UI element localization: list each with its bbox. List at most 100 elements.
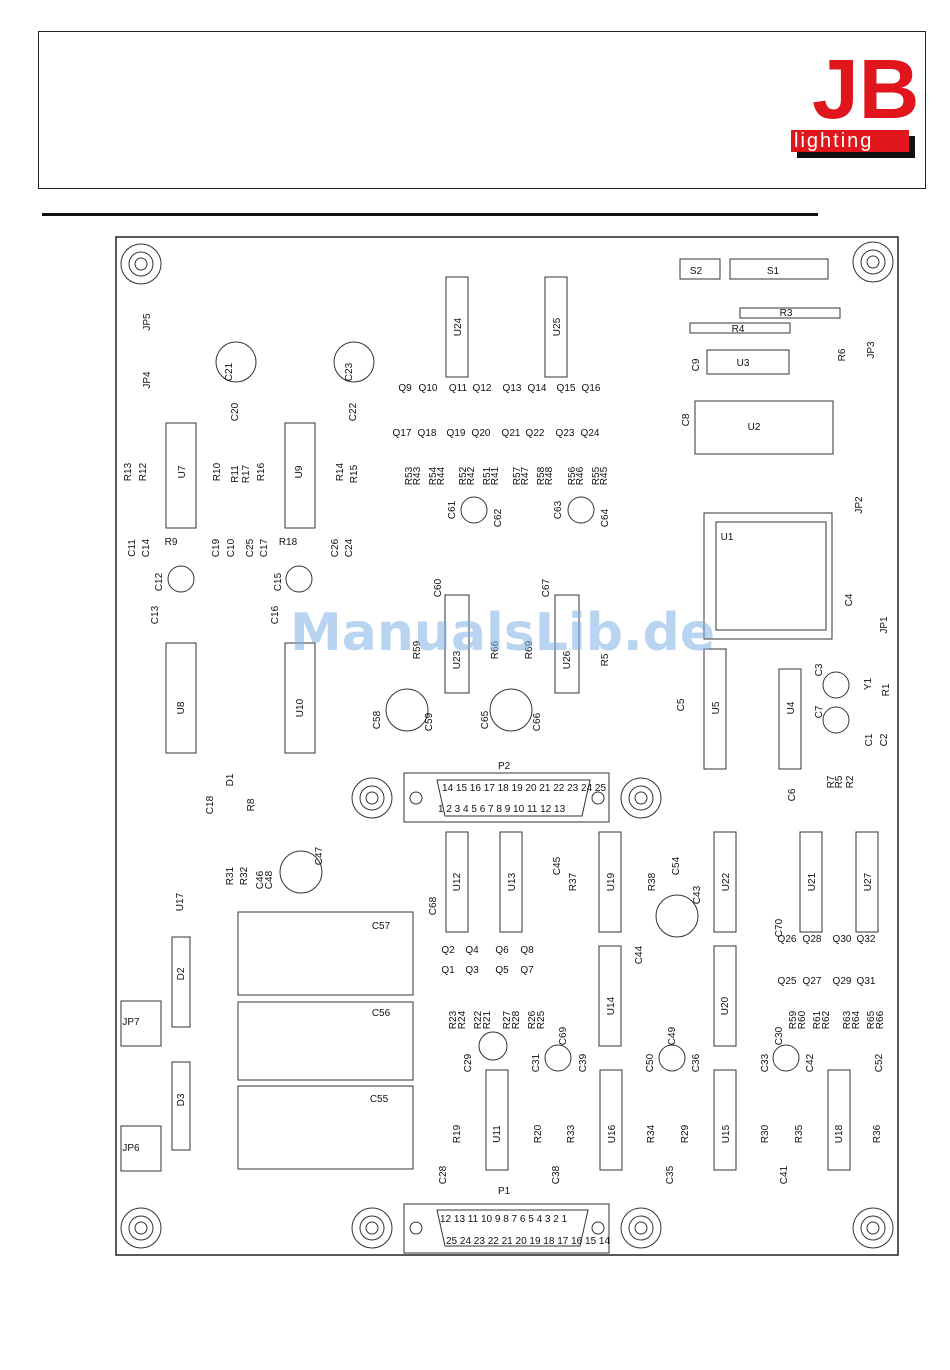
component-label-u10: U10 — [295, 698, 306, 717]
ic-u22-body — [713, 831, 737, 933]
component-label-r26: R26 — [527, 1010, 538, 1029]
component-label-c42: C42 — [805, 1053, 816, 1072]
component-label-jp2: JP2 — [854, 496, 865, 514]
cap-c29-body — [478, 1031, 508, 1061]
component-label-c46: C46 — [255, 870, 266, 889]
component-label-q11: Q11 — [449, 383, 468, 394]
component-label-r35: R35 — [794, 1124, 805, 1143]
component-label-r58: R58 — [536, 466, 547, 485]
component-label-u3: U3 — [737, 358, 750, 369]
component-label-r14: R14 — [335, 462, 346, 481]
resistor-r4-body — [689, 322, 791, 334]
component-label-r9: R9 — [165, 537, 178, 548]
cap-c65-body — [489, 688, 533, 732]
component-label-r4: R4 — [732, 324, 745, 335]
component-label-u13: U13 — [507, 872, 518, 891]
component-label-c68: C68 — [428, 896, 439, 915]
component-label-u15: U15 — [721, 1124, 732, 1143]
ic-u21-body — [799, 831, 823, 933]
component-label-u2: U2 — [748, 422, 761, 433]
component-label-u23: U23 — [452, 650, 463, 669]
component-label-q4: Q4 — [465, 945, 479, 956]
component-label-q16: Q16 — [582, 383, 601, 394]
cap-c57-body — [237, 911, 414, 996]
watermark: ManualsLib.de — [290, 603, 715, 663]
component-label-r65: R65 — [866, 1010, 877, 1029]
component-label-c62: C62 — [493, 508, 504, 527]
diode-d2-body — [171, 936, 191, 1028]
component-label-r27: R27 — [502, 1010, 513, 1029]
component-label-q23: Q23 — [556, 428, 575, 439]
component-label-c49: C49 — [667, 1026, 678, 1045]
component-label-r54: R54 — [428, 466, 439, 485]
ic-u16-body — [599, 1069, 623, 1171]
component-label-jp6: JP6 — [122, 1143, 140, 1154]
component-label-c26: C26 — [330, 538, 341, 557]
ic-u3-body — [706, 349, 790, 375]
component-label-q2: Q2 — [441, 945, 455, 956]
component-label-c43: C43 — [692, 885, 703, 904]
component-label-c63: C63 — [553, 500, 564, 519]
ic-u11-body — [485, 1069, 509, 1171]
component-label-r29: R29 — [680, 1124, 691, 1143]
component-label-q26: Q26 — [778, 934, 797, 945]
component-label-c19: C19 — [211, 538, 222, 557]
component-label-u14: U14 — [606, 996, 617, 1015]
ic-u9-body — [284, 422, 316, 529]
component-label-c67: C67 — [541, 578, 552, 597]
component-label-r2: R2 — [845, 775, 856, 788]
component-label-u18: U18 — [834, 1124, 845, 1143]
component-label-q30: Q30 — [833, 934, 852, 945]
component-label-c64: C64 — [600, 508, 611, 527]
component-label-s1: S1 — [767, 266, 780, 277]
ic-u23-body — [444, 594, 470, 694]
component-label-r69: R69 — [524, 640, 535, 659]
component-label-q7: Q7 — [520, 965, 534, 976]
component-label-d1: D1 — [225, 773, 236, 786]
logo-word: lighting — [794, 130, 873, 152]
component-label-c5: C5 — [676, 698, 687, 711]
component-label-u5: U5 — [711, 701, 722, 714]
switch-s1-body — [729, 258, 829, 280]
ic-u13-body — [499, 831, 523, 933]
component-label-q18: Q18 — [418, 428, 437, 439]
connector-p1-top-pins: 12 13 11 10 9 8 7 6 5 4 3 2 1 — [440, 1214, 568, 1225]
component-label-c65: C65 — [480, 710, 491, 729]
component-label-r44: R44 — [436, 466, 447, 485]
component-label-r24: R24 — [457, 1010, 468, 1029]
mounting-hole-p1-right — [620, 1207, 662, 1249]
component-label-r6: R6 — [837, 348, 848, 361]
component-label-jp5: JP5 — [142, 313, 153, 331]
component-label-r62: R62 — [821, 1010, 832, 1029]
component-label-q1: Q1 — [441, 965, 455, 976]
component-label-u16: U16 — [607, 1124, 618, 1143]
header-rule — [42, 213, 818, 216]
mounting-hole-p2-right — [620, 777, 662, 819]
component-label-q29: Q29 — [833, 976, 852, 987]
component-label-q20: Q20 — [472, 428, 491, 439]
cap-c15-body — [285, 565, 313, 593]
component-label-q15: Q15 — [557, 383, 576, 394]
component-label-c58: C58 — [372, 710, 383, 729]
mounting-hole-bl — [120, 1207, 162, 1249]
ic-u4-body — [778, 668, 802, 770]
component-label-q32: Q32 — [857, 934, 876, 945]
ic-u19-body — [598, 831, 622, 933]
component-label-u19: U19 — [606, 872, 617, 891]
component-label-r38: R38 — [647, 872, 658, 891]
cap-c56-body — [237, 1001, 414, 1081]
component-label-q3: Q3 — [465, 965, 479, 976]
component-label-r19: R19 — [452, 1124, 463, 1143]
component-label-c1: C1 — [864, 733, 875, 746]
component-label-c15: C15 — [273, 572, 284, 591]
component-label-y1: Y1 — [863, 677, 874, 690]
connector-p1-shell — [403, 1203, 610, 1254]
ic-u7-body — [165, 422, 197, 529]
component-label-r32: R32 — [239, 866, 250, 885]
component-label-c69: C69 — [558, 1026, 569, 1045]
component-label-r17: R17 — [241, 464, 252, 483]
component-label-c2: C2 — [879, 733, 890, 746]
component-label-s2: S2 — [690, 266, 703, 277]
component-label-r28: R28 — [511, 1010, 522, 1029]
component-label-c25: C25 — [245, 538, 256, 557]
